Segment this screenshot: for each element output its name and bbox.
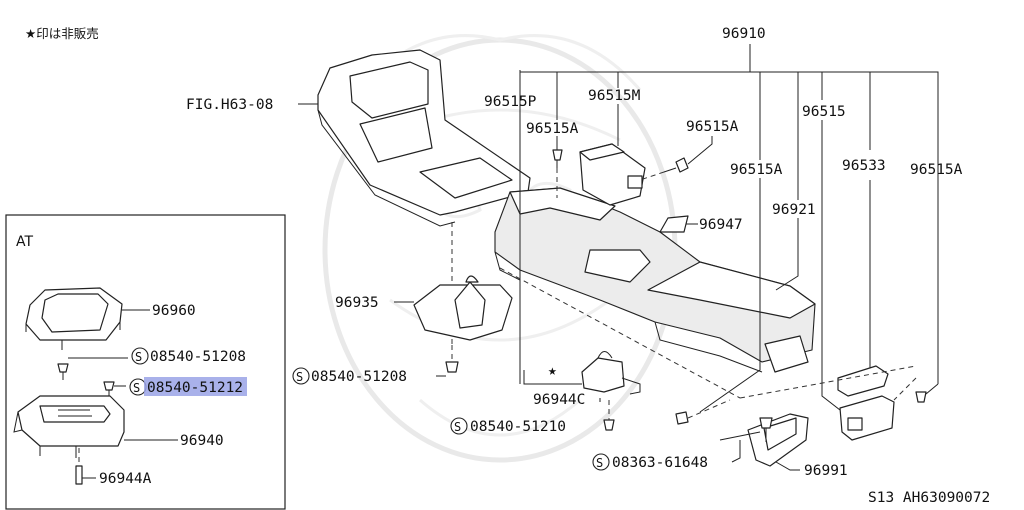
shift-bezel-96960	[25, 287, 123, 350]
label-96515P: 96515P	[484, 94, 537, 110]
highlight-08540-51212	[144, 377, 247, 396]
indicator-cover-96940	[13, 395, 125, 458]
screw-s-b2: S	[454, 420, 461, 434]
label-08540-51210: 08540-51210	[470, 419, 566, 435]
label-96515: 96515	[802, 104, 846, 120]
label-96960: 96960	[152, 303, 196, 319]
shift-boot-96935	[413, 275, 513, 341]
finisher-panel	[317, 49, 531, 227]
screw-s-i1: S	[135, 350, 142, 364]
label-96935: 96935	[335, 295, 379, 311]
label-96947: 96947	[699, 217, 743, 233]
screw-symbol-i1	[131, 347, 149, 365]
box-96515	[839, 395, 895, 441]
screw-s-b1: S	[296, 370, 303, 384]
harness-96944C	[581, 351, 641, 395]
dashed-guide-2	[499, 267, 741, 399]
screw-symbol-b1	[292, 367, 310, 385]
leader-96921	[775, 218, 799, 291]
label-08540-51212: 08540-51212	[147, 380, 243, 396]
label-96940: 96940	[180, 433, 224, 449]
label-08540-51208-inset: 08540-51208	[150, 349, 246, 365]
label-96921: 96921	[772, 202, 816, 218]
label-fig-h63-08: FIG.H63-08	[186, 97, 273, 113]
screw-08363-61648	[759, 417, 773, 442]
group-line-top	[520, 71, 939, 180]
leader-96515A-3	[699, 178, 761, 413]
clip-96515A-4	[915, 391, 927, 403]
label-96910: 96910	[722, 26, 766, 42]
label-96515A-4: 96515A	[910, 162, 963, 178]
screw-symbol-b3	[592, 453, 610, 471]
bracket-96991	[747, 413, 809, 467]
label-96991: 96991	[804, 463, 848, 479]
diagram-code: S13 AH63090072	[868, 490, 990, 506]
bulb-96944A	[75, 448, 83, 485]
at-inset-box	[5, 214, 286, 510]
label-08540-51208-main: 08540-51208	[311, 369, 407, 385]
screw-s-b3: S	[596, 456, 603, 470]
screw-96515A-2	[663, 157, 689, 173]
screw-front-96515A	[675, 411, 689, 425]
screw-symbol-b2	[450, 417, 468, 435]
screw-08540-51208	[445, 361, 459, 373]
lid-96533	[837, 365, 889, 397]
label-96515A-2: 96515A	[686, 119, 739, 135]
inset-screw-1	[57, 363, 69, 380]
at-inset-title: AT	[16, 234, 33, 250]
not-sold-note: ★印は非販売	[25, 26, 99, 41]
label-96515A-1: 96515A	[526, 121, 579, 137]
label-96515A-3: 96515A	[730, 162, 783, 178]
star-96944C: ★	[548, 363, 557, 379]
label-96944C: 96944C	[533, 392, 585, 408]
group-branches	[556, 72, 871, 200]
label-08363-61648: 08363-61648	[612, 455, 708, 471]
ashtray-96515M	[579, 143, 646, 206]
label-96944A: 96944A	[99, 471, 152, 487]
label-96515M: 96515M	[588, 88, 641, 104]
label-96533: 96533	[842, 158, 886, 174]
clip-96515A-1	[552, 149, 563, 168]
screw-08540-51210	[603, 419, 615, 431]
screw-s-i2: S	[133, 381, 140, 395]
console-body-96910	[494, 187, 816, 373]
cover-96947	[659, 215, 689, 233]
dashed-guide-3	[739, 365, 917, 399]
